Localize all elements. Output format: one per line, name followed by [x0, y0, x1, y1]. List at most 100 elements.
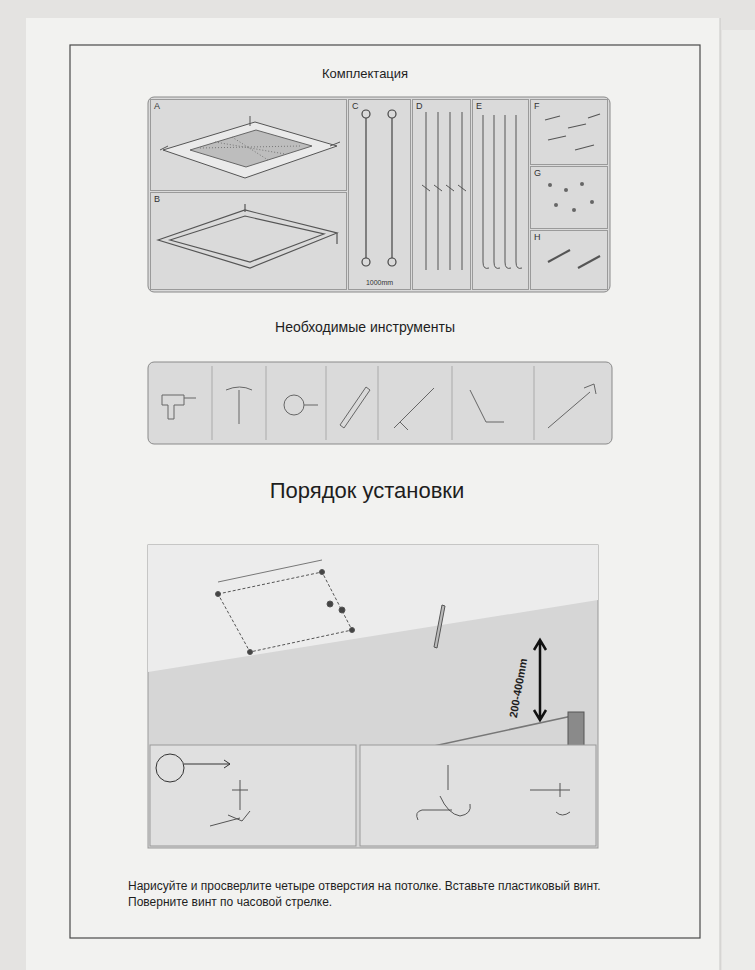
install-scene: [248, 650, 253, 655]
part-letter: E: [476, 102, 525, 112]
install-scene: [534, 640, 546, 720]
hooks: [483, 115, 489, 268]
cables: [426, 112, 427, 270]
part-cell: G: [530, 166, 608, 229]
parts-panel: [148, 97, 610, 292]
tools-panel: [148, 362, 612, 444]
screws: [545, 116, 560, 120]
screws: [545, 114, 600, 150]
parts-panel: [148, 97, 610, 292]
install-scene: [184, 760, 230, 768]
tools-panel: [226, 387, 252, 424]
anchors: [580, 182, 584, 186]
rods: [388, 110, 396, 118]
part-cell: E: [472, 99, 529, 290]
hooks: [505, 115, 511, 268]
tools-panel: [162, 395, 196, 419]
shower-head: [190, 130, 312, 167]
part-letter: D: [416, 102, 467, 112]
install-scene: [148, 545, 598, 672]
anchors: [564, 188, 568, 192]
cables: [462, 112, 463, 270]
frame-part: [336, 233, 337, 244]
install-scene: [327, 601, 333, 607]
paper: [70, 45, 700, 938]
shower-head: [200, 146, 300, 148]
shower-head: [232, 137, 268, 160]
tools-panel: [548, 384, 596, 428]
shower-head: [160, 146, 168, 150]
install-scene: [216, 592, 221, 597]
rods: [362, 110, 370, 118]
install-scene: [417, 765, 471, 820]
screws: [575, 145, 594, 150]
dimension-label: 200-400mm: [507, 657, 529, 718]
anchors: [590, 200, 594, 204]
hooks: [483, 115, 522, 268]
part-letter: G: [534, 169, 604, 179]
screws: [588, 114, 600, 118]
frame-part: [170, 216, 324, 262]
shower-head: [250, 116, 251, 126]
anchors: [548, 182, 594, 212]
part-letter: B: [154, 195, 343, 205]
part-cell: F: [530, 99, 608, 165]
shower-head: [160, 116, 340, 178]
part-letter: H: [534, 233, 604, 243]
frame-part: [158, 210, 337, 268]
rods: [388, 258, 396, 266]
install-scene: [530, 783, 570, 815]
install-scene: [218, 560, 322, 582]
tools-panel: [304, 405, 318, 406]
paper: [720, 18, 721, 970]
install-scene: [339, 607, 345, 613]
tools-panel: [326, 366, 327, 440]
tools-panel: [340, 387, 370, 428]
install-scene: [150, 745, 356, 846]
tools-panel: [534, 366, 535, 440]
install-scene: [320, 570, 325, 575]
anchors: [548, 183, 552, 187]
bolts: [578, 256, 600, 268]
screws: [548, 136, 566, 140]
install-scene: [434, 605, 445, 648]
rods: [362, 258, 370, 266]
install-scene: [218, 572, 352, 652]
install-scene: [156, 754, 184, 782]
part-cell: H: [530, 230, 608, 290]
paper: [722, 30, 755, 970]
tools-panel: [148, 362, 612, 444]
tools-panel: [266, 366, 267, 440]
screws: [568, 124, 586, 128]
paper: [26, 18, 720, 970]
hooks: [494, 115, 500, 268]
install-scene: [350, 628, 355, 633]
install-scene: [148, 545, 598, 848]
shower-head: [330, 142, 340, 146]
tools-panel: [394, 388, 434, 430]
install-scene: [148, 545, 598, 848]
frame-part: [244, 204, 245, 212]
cables: [450, 112, 451, 270]
part-cell: C1000mm: [348, 99, 411, 290]
tools-panel: [212, 366, 213, 440]
page-title: Порядок установки: [270, 478, 465, 504]
anchors: [572, 208, 576, 212]
part-cell: A: [150, 99, 347, 191]
rods: [365, 118, 366, 258]
tools-panel: [470, 390, 504, 422]
shower-head: [163, 122, 337, 178]
cables: [422, 185, 466, 191]
dimension-label: 1000mm: [352, 279, 407, 287]
caption: Нарисуйте и просверлите четыре отверстия…: [128, 878, 648, 910]
part-cell: D: [412, 99, 471, 290]
section-heading: Необходимые инструменты: [275, 319, 455, 335]
frame-part: [158, 204, 337, 268]
part-letter: F: [534, 102, 604, 112]
rods: [362, 110, 396, 266]
install-scene: [360, 745, 596, 846]
install-scene: [228, 780, 250, 821]
